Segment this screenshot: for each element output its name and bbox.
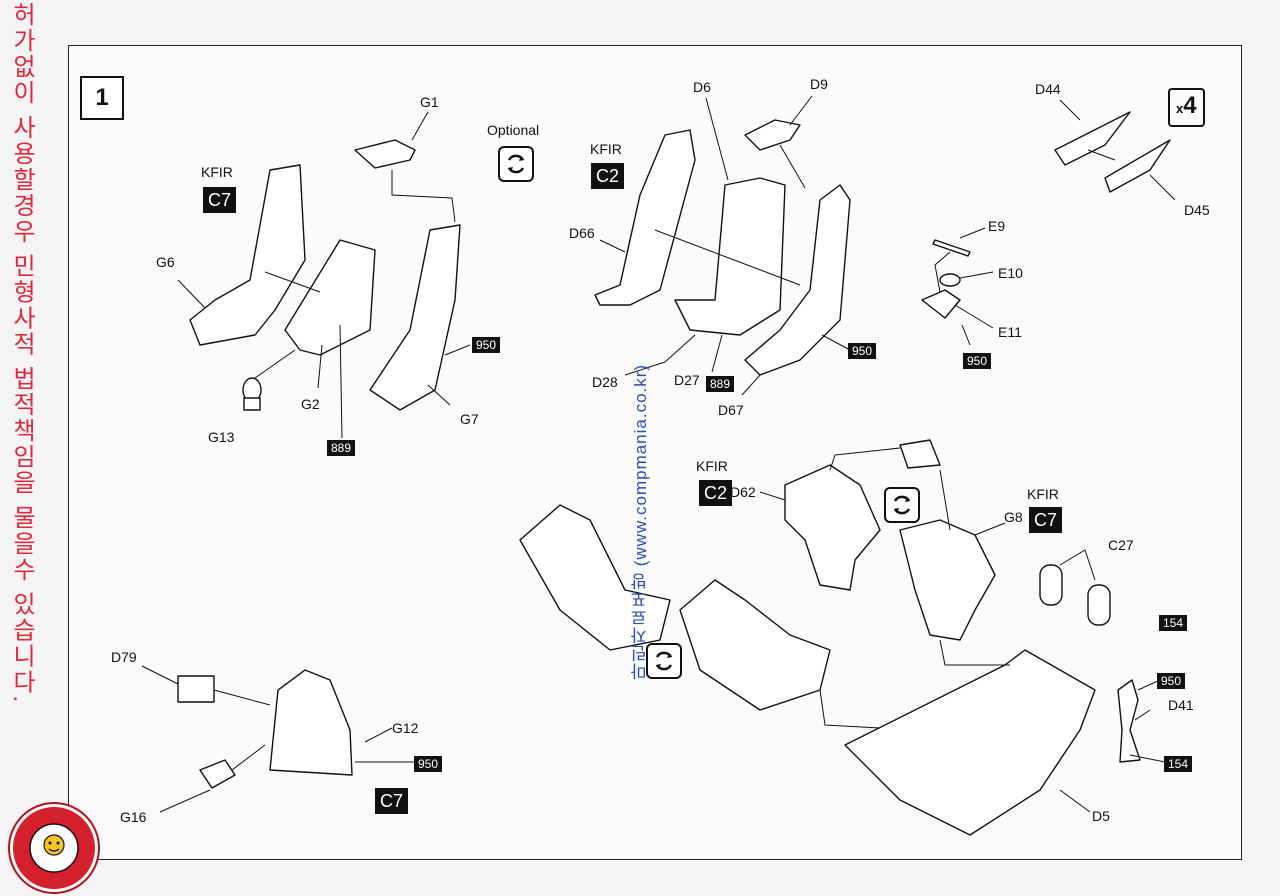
code-889-1: 889 xyxy=(327,440,356,456)
part-d28-label: D28 xyxy=(592,374,618,390)
part-d62-shape xyxy=(784,464,881,591)
part-d9-label: D9 xyxy=(810,76,828,92)
code-154-1: 154 xyxy=(1159,615,1188,631)
part-d9-shape xyxy=(744,119,801,151)
part-g13-label: G13 xyxy=(208,429,235,445)
part-e9-label: E9 xyxy=(988,218,1006,234)
part-g2-label: G2 xyxy=(301,396,320,412)
part-g16-label: G16 xyxy=(120,809,147,825)
part-g1-shape xyxy=(354,139,416,169)
part-d5-label: D5 xyxy=(1092,808,1110,824)
part-e9-shape xyxy=(932,239,971,257)
assembled-seat-left-shape xyxy=(519,504,671,651)
part-g7-label: G7 xyxy=(460,411,479,427)
part-g1-label: G1 xyxy=(420,94,439,110)
part-e11-shape xyxy=(921,289,961,319)
part-d6-shape xyxy=(674,177,786,336)
part-top-bracket-shape xyxy=(899,439,941,469)
step-number: 1 xyxy=(80,76,124,120)
part-g12-shape xyxy=(269,669,353,776)
kfir-label-2: KFIR xyxy=(590,141,622,157)
part-d79-label: D79 xyxy=(111,649,137,665)
part-e10-shape xyxy=(939,273,961,287)
code-c7-3: C7 xyxy=(375,788,409,814)
quantity-badge: x4 xyxy=(1168,88,1205,127)
part-d41-label: D41 xyxy=(1168,697,1194,713)
part-g8-shape xyxy=(899,519,996,641)
code-c7-2: C7 xyxy=(1029,507,1063,533)
assembled-seat-right-shape xyxy=(679,579,831,711)
code-950-1: 950 xyxy=(472,337,501,353)
compmania-logo xyxy=(10,804,98,892)
copyright-notice: 허가없이 사용할경우 민형사적 법적책임을 물을수 있습니다. xyxy=(8,2,35,705)
kfir-label-3: KFIR xyxy=(696,458,728,474)
code-950-3: 950 xyxy=(963,353,992,369)
part-g2-shape xyxy=(284,239,376,356)
part-d44-shape xyxy=(1054,111,1131,166)
code-950-4: 950 xyxy=(1157,673,1186,689)
part-d44-label: D44 xyxy=(1035,81,1061,97)
part-d67-label: D67 xyxy=(718,402,744,418)
part-g6-label: G6 xyxy=(156,254,175,270)
part-d41-shape xyxy=(1117,679,1141,763)
optional-rotate-icon-3 xyxy=(646,643,682,679)
code-c7-1: C7 xyxy=(203,187,237,213)
part-d27-label: D27 xyxy=(674,372,700,388)
part-d5-shape xyxy=(844,649,1096,836)
kfir-label-4: KFIR xyxy=(1027,486,1059,502)
part-c27-a-shape xyxy=(1039,564,1063,606)
part-d62-label: D62 xyxy=(730,484,756,500)
part-d79-shape xyxy=(177,675,215,703)
code-950-2: 950 xyxy=(848,343,877,359)
part-d66-shape xyxy=(594,129,696,306)
optional-rotate-icon-2 xyxy=(884,487,920,523)
part-d6-label: D6 xyxy=(693,79,711,95)
optional-label: Optional xyxy=(487,122,540,138)
code-154-2: 154 xyxy=(1164,756,1193,772)
code-950-5: 950 xyxy=(414,756,443,772)
code-c2-1: C2 xyxy=(591,163,625,189)
part-e10-label: E10 xyxy=(998,265,1023,281)
part-d45-label: D45 xyxy=(1184,202,1210,218)
part-d66-label: D66 xyxy=(569,225,595,241)
part-g8-label: G8 xyxy=(1004,509,1023,525)
part-c27-b-shape xyxy=(1087,584,1111,626)
part-g7-shape xyxy=(369,224,461,411)
center-watermark: 마린자료포방 (www.compmania.co.kr) xyxy=(631,363,650,680)
part-g6-shape xyxy=(189,164,306,346)
part-e11-label: E11 xyxy=(998,324,1022,340)
part-d67-shape xyxy=(744,184,851,376)
optional-rotate-icon xyxy=(498,146,534,182)
part-g16-shape xyxy=(199,759,236,789)
part-g12-label: G12 xyxy=(392,720,419,736)
part-c27-label: C27 xyxy=(1108,537,1134,553)
code-889-2: 889 xyxy=(706,376,735,392)
kfir-label-1: KFIR xyxy=(201,164,233,180)
part-d45-shape xyxy=(1104,139,1171,193)
code-c2-2: C2 xyxy=(699,480,733,506)
